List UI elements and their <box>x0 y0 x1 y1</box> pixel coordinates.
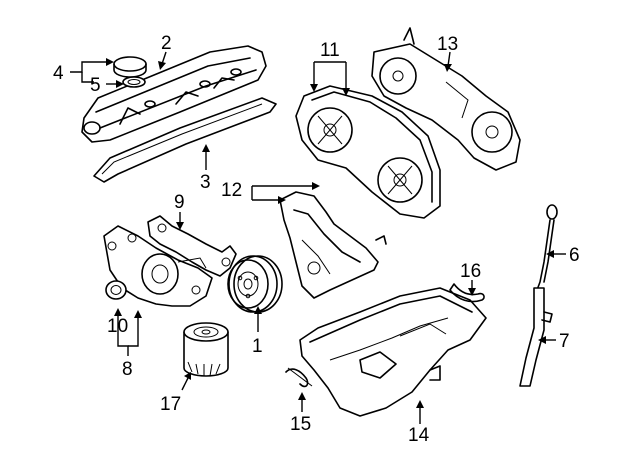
callout-13: 13 <box>437 34 458 55</box>
callout-16: 16 <box>460 261 481 282</box>
oil-seal[interactable] <box>105 280 127 300</box>
cap-gasket[interactable] <box>122 76 146 88</box>
callout-17-leader <box>181 372 191 391</box>
callout-9: 9 <box>174 192 185 213</box>
callout-7-leader <box>538 336 556 344</box>
callout-3: 3 <box>200 172 211 193</box>
callout-14: 14 <box>408 425 430 446</box>
oil-pump[interactable] <box>103 225 213 307</box>
valve-cover[interactable] <box>81 45 267 143</box>
callout-1: 1 <box>252 336 263 357</box>
callout-13-leader <box>444 51 452 72</box>
crankshaft-pulley[interactable] <box>227 255 283 313</box>
callout-8-10-leader <box>114 308 142 356</box>
callout-2: 2 <box>161 33 172 54</box>
oil-filler-cap[interactable] <box>113 56 147 78</box>
callout-4-leader <box>70 58 114 83</box>
callout-9-leader <box>176 212 184 230</box>
callout-5: 5 <box>90 75 101 96</box>
oil-pan[interactable] <box>299 287 487 417</box>
callout-2-leader <box>158 51 167 70</box>
valve-cover-gasket[interactable] <box>93 97 277 183</box>
callout-16-leader <box>468 280 476 296</box>
callout-10: 10 <box>107 316 128 337</box>
callout-12-leader <box>251 182 320 204</box>
callout-14-leader <box>416 400 424 424</box>
callout-15: 15 <box>290 414 311 435</box>
callout-5-leader <box>106 80 124 88</box>
callout-3-leader <box>202 144 210 170</box>
callout-8: 8 <box>122 359 133 380</box>
callout-17: 17 <box>160 394 181 415</box>
lower-timing-cover[interactable] <box>279 191 387 299</box>
oil-pan-seal-front[interactable] <box>285 367 313 388</box>
callout-12: 12 <box>221 180 242 201</box>
dipstick-tube[interactable] <box>519 287 553 387</box>
callout-1-leader <box>254 306 262 332</box>
callout-6: 6 <box>569 245 580 266</box>
oil-filter[interactable] <box>183 322 229 377</box>
callout-15-leader <box>298 392 306 412</box>
callout-11-leader <box>310 61 350 96</box>
callout-11: 11 <box>320 40 340 61</box>
oil-pan-seal-rear[interactable] <box>449 283 485 303</box>
callout-4: 4 <box>53 63 64 84</box>
callout-6-leader <box>546 250 566 258</box>
callout-7: 7 <box>559 331 570 352</box>
oil-dipstick[interactable] <box>536 204 558 291</box>
timing-cover-upper[interactable] <box>295 85 441 219</box>
